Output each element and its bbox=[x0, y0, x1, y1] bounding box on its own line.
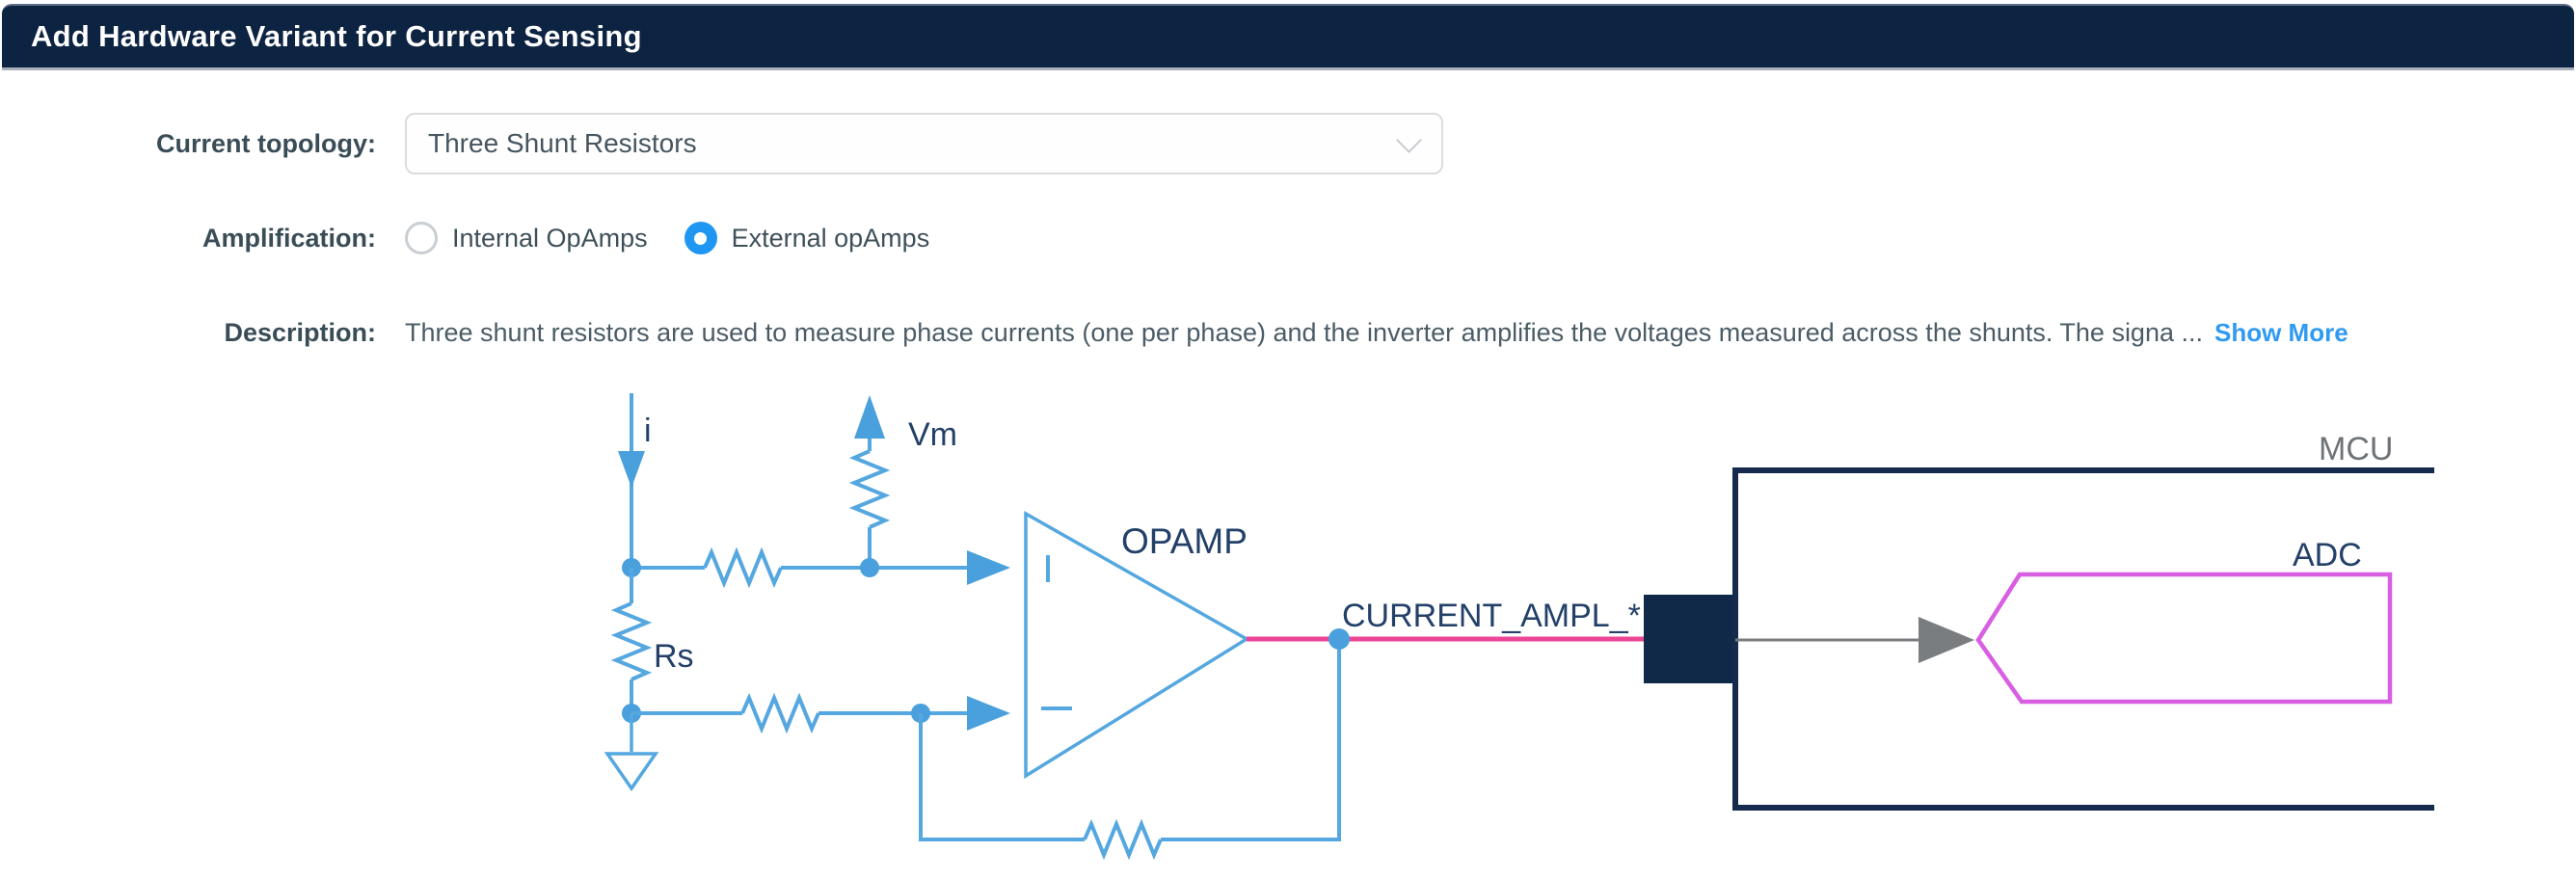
current-label: i bbox=[644, 413, 652, 449]
opamp-minus-input-wire bbox=[631, 692, 1010, 734]
radio-internal-opamps[interactable]: Internal OpAmps bbox=[405, 222, 648, 254]
radio-icon-unselected[interactable] bbox=[405, 222, 438, 254]
description-row: Description: Three shunt resistors are u… bbox=[0, 318, 2348, 357]
radio-internal-opamps-label: Internal OpAmps bbox=[452, 223, 648, 253]
chevron-down-icon bbox=[1396, 126, 1422, 153]
amplification-row: Amplification: Internal OpAmps External … bbox=[0, 217, 929, 259]
topology-row: Current topology: Three Shunt Resistors bbox=[0, 113, 1443, 174]
dialog-header: Add Hardware Variant for Current Sensing bbox=[2, 4, 2574, 67]
adc-pentagon bbox=[1975, 572, 2393, 705]
opamp-label: OPAMP bbox=[1121, 521, 1248, 561]
current-source-arrow bbox=[618, 393, 645, 568]
adc-label: ADC bbox=[2293, 537, 2362, 573]
amplification-label: Amplification: bbox=[202, 223, 376, 253]
description-text: Three shunt resistors are used to measur… bbox=[405, 318, 2203, 347]
radio-icon-selected[interactable] bbox=[684, 222, 717, 254]
description-label: Description: bbox=[224, 318, 376, 347]
feedback-resistor bbox=[919, 639, 1341, 861]
mcu-pin-square bbox=[1644, 595, 1733, 683]
topology-label: Current topology: bbox=[156, 128, 376, 158]
shunt-resistor-rs bbox=[610, 568, 653, 723]
opamp-symbol bbox=[1024, 510, 1250, 780]
adc-input-arrow bbox=[1735, 617, 1974, 663]
description-text-wrap: Three shunt resistors are used to measur… bbox=[405, 318, 2348, 348]
ground-symbol bbox=[604, 713, 659, 792]
radio-external-opamps-label: External opAmps bbox=[731, 223, 930, 253]
show-more-link[interactable]: Show More bbox=[2214, 318, 2348, 347]
mcu-label: MCU bbox=[2319, 431, 2393, 467]
dialog-title: Add Hardware Variant for Current Sensing bbox=[31, 19, 642, 53]
signal-line bbox=[1247, 628, 1644, 650]
rs-label: Rs bbox=[654, 638, 694, 675]
topology-dropdown[interactable]: Three Shunt Resistors bbox=[405, 113, 1443, 174]
signal-label: CURRENT_AMPL_* bbox=[1342, 598, 1641, 634]
vm-label: Vm bbox=[908, 416, 957, 453]
vm-pullup-resistor bbox=[848, 395, 891, 568]
radio-external-opamps[interactable]: External opAmps bbox=[684, 222, 930, 254]
topology-selected-value: Three Shunt Resistors bbox=[428, 128, 697, 158]
opamp-plus-input-wire bbox=[622, 546, 1010, 589]
